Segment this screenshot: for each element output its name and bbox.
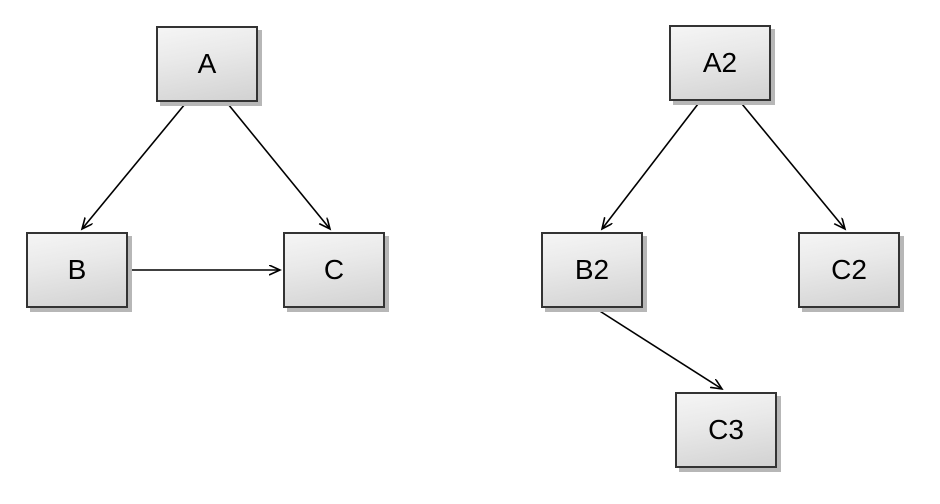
edge-a-to-c xyxy=(227,103,330,229)
node-a-label: A xyxy=(197,48,217,79)
edge-a-to-b xyxy=(82,103,186,229)
edge-b2-to-c3 xyxy=(594,307,722,389)
node-b-label: B xyxy=(67,254,87,285)
node-b2-label: B2 xyxy=(574,254,610,285)
edge-a2-to-c2 xyxy=(741,103,845,229)
node-c2[interactable]: C2 xyxy=(798,232,900,308)
node-c2-label: C2 xyxy=(831,254,867,285)
edge-a2-to-b2 xyxy=(602,103,699,229)
node-c-label: C xyxy=(323,254,345,285)
node-a[interactable]: A xyxy=(156,26,258,102)
node-c[interactable]: C xyxy=(283,232,385,308)
node-b2[interactable]: B2 xyxy=(541,232,643,308)
node-a2[interactable]: A2 xyxy=(669,25,771,101)
node-c3-label: C3 xyxy=(708,414,744,445)
node-b[interactable]: B xyxy=(26,232,128,308)
node-a2-label: A2 xyxy=(702,47,738,78)
node-c3[interactable]: C3 xyxy=(675,392,777,468)
